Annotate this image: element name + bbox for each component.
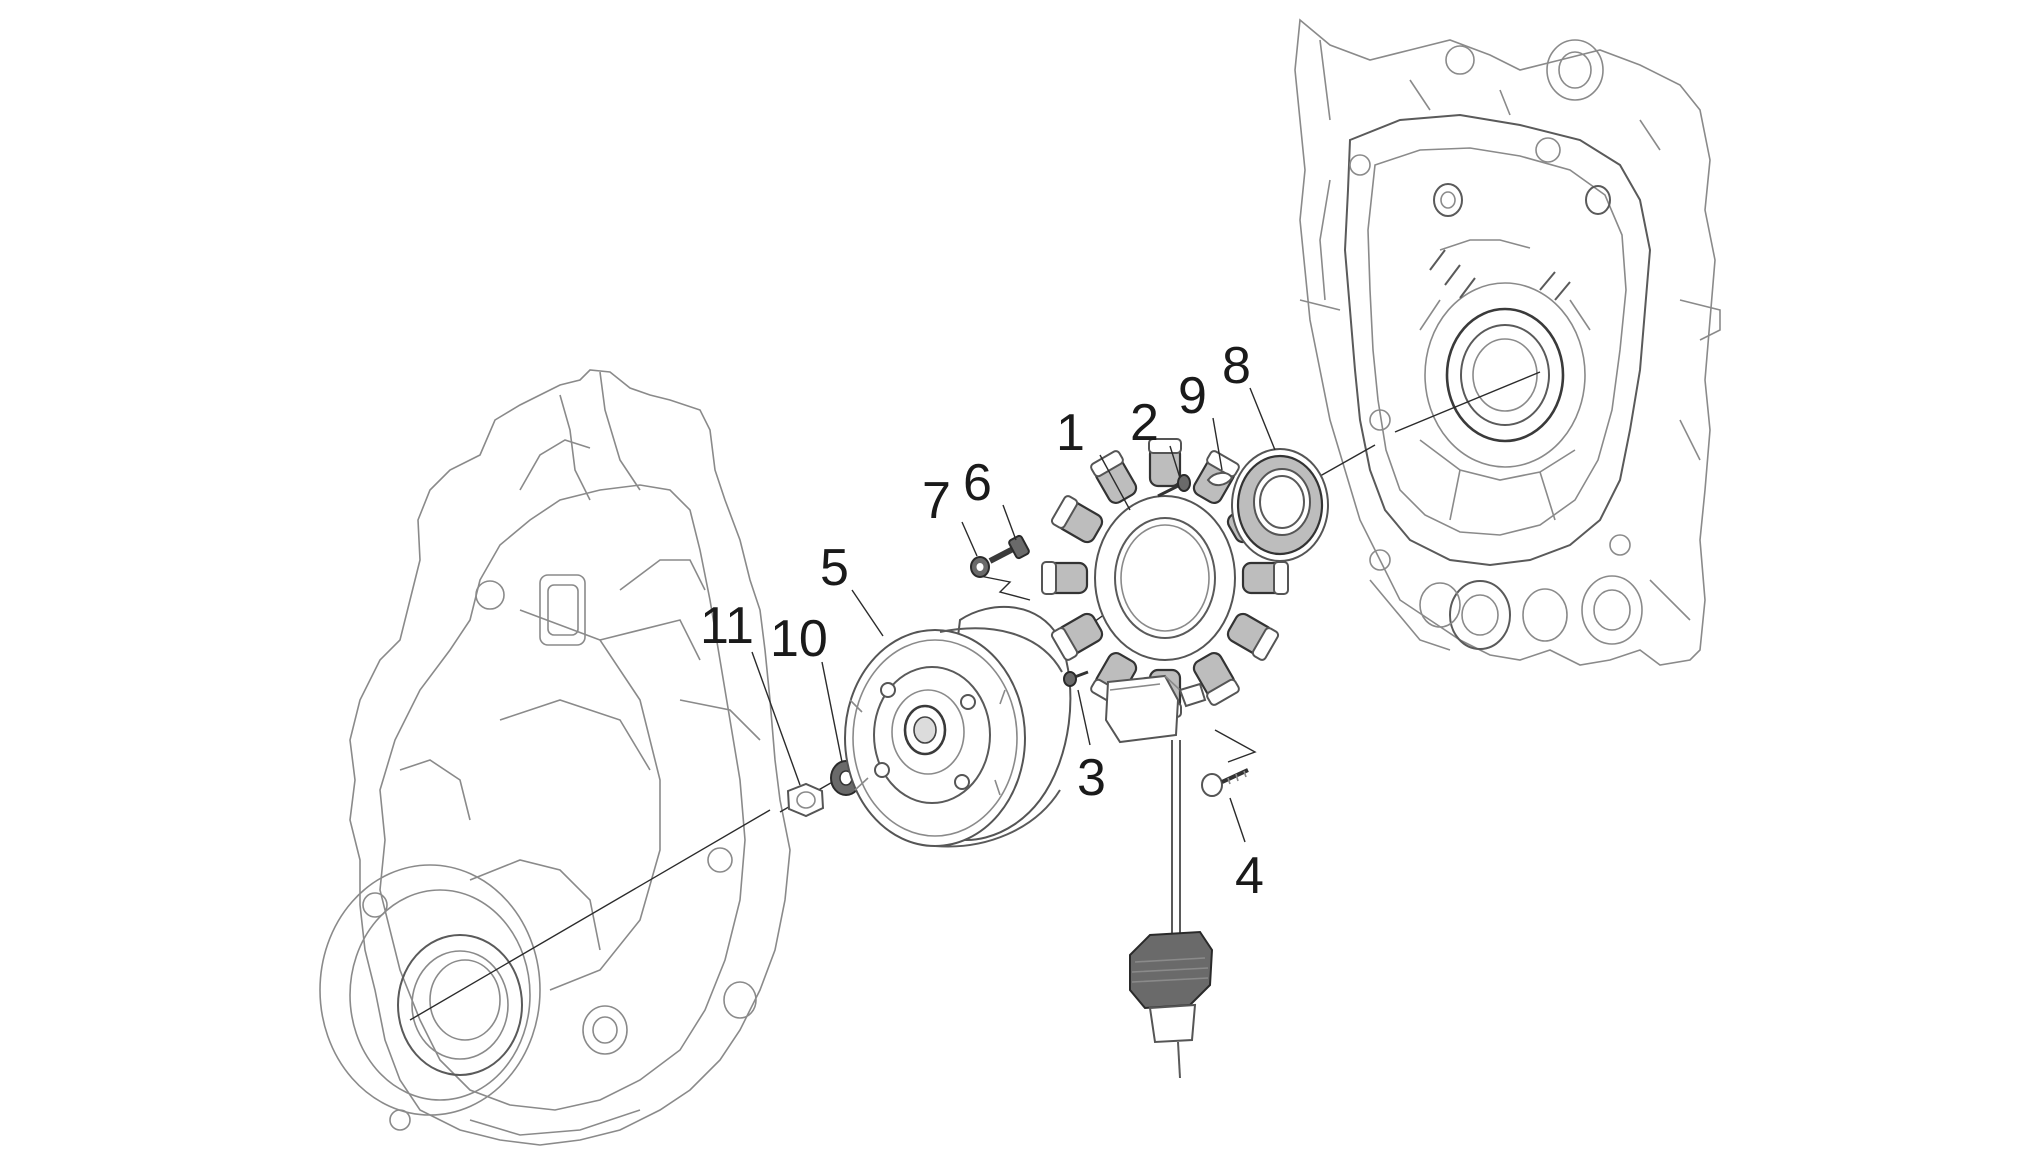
callout-9: 9 (1178, 367, 1207, 425)
callout-2: 2 (1130, 394, 1159, 452)
stator-pole-cap (1041, 561, 1057, 595)
part-8-oil-seal (1231, 448, 1329, 562)
leader-4 (1229, 797, 1246, 843)
callout-6: 6 (963, 454, 992, 512)
pickup-sensor-and-cable (1104, 674, 1214, 1079)
stator-pole-cap (1050, 495, 1079, 529)
leader-7 (961, 521, 978, 557)
stator-pole-cap (1206, 450, 1240, 478)
part-3-small-screw (1063, 670, 1089, 687)
leader-6 (1002, 504, 1017, 541)
leader-9 (1212, 417, 1223, 471)
leader-lines (751, 387, 1276, 843)
callout-11: 11 (700, 597, 754, 655)
stator-pole-cap (1148, 438, 1182, 454)
right-crankcase (1294, 18, 1721, 666)
part-1-stator (1041, 438, 1289, 718)
part-5-flywheel-rotor (844, 605, 1072, 848)
callout-labels: 1 2 3 4 5 6 7 8 9 10 11 (700, 337, 1264, 905)
stator-pole-cap (1273, 561, 1289, 595)
leader-2 (1169, 445, 1181, 479)
leader-5 (851, 589, 884, 637)
leader-10 (821, 661, 843, 763)
callout-10: 10 (770, 610, 828, 668)
part-7-small-washer (970, 556, 990, 578)
stator-pole-cap (1251, 627, 1280, 661)
part-9-key (1206, 472, 1234, 486)
callout-8: 8 (1222, 337, 1251, 395)
leader-8 (1249, 387, 1276, 451)
leader-11 (751, 651, 801, 786)
part-11-nut (786, 782, 825, 818)
callout-5: 5 (820, 539, 849, 597)
callout-4: 4 (1235, 847, 1264, 905)
part-2-screw (1157, 474, 1191, 498)
leader-1 (1099, 454, 1131, 511)
stator-pole-cap (1050, 627, 1079, 661)
leader-3 (1077, 689, 1091, 746)
part-6-bolt (988, 534, 1030, 564)
stator-pole-cap (1090, 450, 1124, 478)
stator-pole-cap (1206, 678, 1240, 706)
callout-1: 1 (1056, 404, 1085, 462)
callout-3: 3 (1077, 749, 1106, 807)
part-4-screw (1201, 768, 1249, 797)
callout-7: 7 (922, 472, 951, 530)
left-engine-cover (319, 369, 791, 1146)
